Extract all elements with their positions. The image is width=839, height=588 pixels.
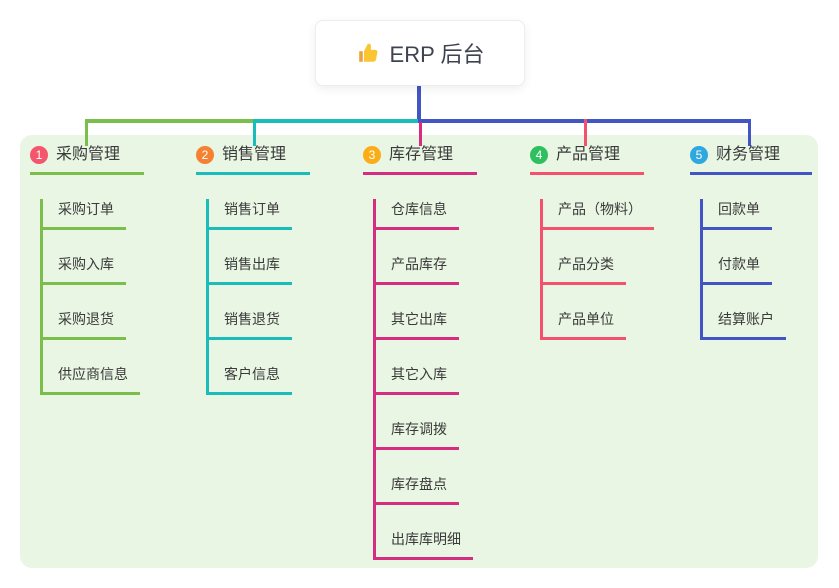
child-label: 采购入库 [43, 254, 126, 285]
bus-line-teal [253, 119, 421, 123]
child-node[interactable]: 采购入库 [43, 254, 144, 285]
branch-label: 产品管理 [556, 146, 621, 163]
child-node[interactable]: 销售出库 [209, 254, 310, 285]
branch-label: 销售管理 [222, 146, 287, 163]
child-label: 其它入库 [376, 364, 459, 395]
child-node[interactable]: 销售订单 [209, 199, 310, 230]
thumbs-up-icon [356, 41, 380, 65]
branch-label: 财务管理 [716, 146, 781, 163]
child-label: 产品分类 [543, 254, 626, 285]
child-label: 客户信息 [209, 364, 292, 395]
root-label: ERP 后台 [389, 42, 485, 67]
branch-drop-line-2 [253, 119, 256, 146]
root-connector-line [417, 84, 421, 122]
child-node[interactable]: 客户信息 [209, 364, 310, 395]
child-node[interactable]: 出库库明细 [376, 529, 477, 560]
branch-children: 采购订单 采购入库 采购退货 供应商信息 [40, 199, 144, 395]
child-label: 结算账户 [703, 309, 786, 340]
branch-drop-line-1 [85, 119, 88, 146]
child-label: 采购订单 [43, 199, 126, 230]
branch-drop-line-3 [419, 122, 422, 146]
branch-label: 采购管理 [56, 146, 121, 163]
child-node[interactable]: 采购退货 [43, 309, 144, 340]
child-node[interactable]: 付款单 [703, 254, 812, 285]
child-label: 出库库明细 [376, 529, 473, 560]
child-node[interactable]: 采购订单 [43, 199, 144, 230]
branch-children: 仓库信息 产品库存 其它出库 其它入库 库存调拨 库存盘点 出库库明细 [373, 199, 477, 560]
child-node[interactable]: 库存盘点 [376, 474, 477, 505]
child-node[interactable]: 产品单位 [543, 309, 654, 340]
branch-header-sales[interactable]: 2 销售管理 [196, 145, 310, 175]
branch-children: 产品（物料） 产品分类 产品单位 [540, 199, 654, 340]
child-label: 销售订单 [209, 199, 292, 230]
child-label: 产品库存 [376, 254, 459, 285]
child-label: 其它出库 [376, 309, 459, 340]
child-node[interactable]: 结算账户 [703, 309, 812, 340]
branch-drop-line-5 [748, 119, 751, 146]
child-label: 产品（物料） [543, 199, 654, 230]
child-node[interactable]: 仓库信息 [376, 199, 477, 230]
branch-header-inventory[interactable]: 3 库存管理 [363, 145, 477, 175]
branch-purchase: 1 采购管理 采购订单 采购入库 采购退货 供应商信息 [30, 145, 144, 395]
child-node[interactable]: 产品（物料） [543, 199, 654, 230]
root-node[interactable]: ERP 后台 [315, 20, 525, 86]
branch-finance: 5 财务管理 回款单 付款单 结算账户 [690, 145, 812, 340]
child-label: 回款单 [703, 199, 772, 230]
child-node[interactable]: 供应商信息 [43, 364, 144, 395]
child-node[interactable]: 其它入库 [376, 364, 477, 395]
child-label: 销售退货 [209, 309, 292, 340]
branch-inventory: 3 库存管理 仓库信息 产品库存 其它出库 其它入库 库存调拨 库存盘点 出库库… [363, 145, 477, 560]
child-node[interactable]: 销售退货 [209, 309, 310, 340]
child-label: 产品单位 [543, 309, 626, 340]
child-label: 库存盘点 [376, 474, 459, 505]
bus-line-green [85, 119, 256, 123]
branch-number-badge: 1 [30, 145, 48, 164]
child-node[interactable]: 产品库存 [376, 254, 477, 285]
branch-children: 回款单 付款单 结算账户 [700, 199, 812, 340]
branch-number-badge: 5 [690, 145, 708, 164]
child-label: 销售出库 [209, 254, 292, 285]
branch-header-finance[interactable]: 5 财务管理 [690, 145, 812, 175]
child-node[interactable]: 其它出库 [376, 309, 477, 340]
child-label: 仓库信息 [376, 199, 459, 230]
branches-background-panel [20, 135, 818, 568]
child-label: 付款单 [703, 254, 772, 285]
child-label: 供应商信息 [43, 364, 140, 395]
child-node[interactable]: 回款单 [703, 199, 812, 230]
branch-number-badge: 3 [363, 145, 381, 164]
branch-number-badge: 4 [530, 145, 548, 164]
branch-number-badge: 2 [196, 145, 214, 164]
child-label: 库存调拨 [376, 419, 459, 450]
branch-product: 4 产品管理 产品（物料） 产品分类 产品单位 [530, 145, 654, 340]
child-node[interactable]: 产品分类 [543, 254, 654, 285]
branch-header-product[interactable]: 4 产品管理 [530, 145, 644, 175]
branch-label: 库存管理 [389, 146, 454, 163]
child-label: 采购退货 [43, 309, 126, 340]
branch-drop-line-4 [584, 119, 587, 146]
branch-header-purchase[interactable]: 1 采购管理 [30, 145, 144, 175]
child-node[interactable]: 库存调拨 [376, 419, 477, 450]
branch-sales: 2 销售管理 销售订单 销售出库 销售退货 客户信息 [196, 145, 310, 395]
branch-children: 销售订单 销售出库 销售退货 客户信息 [206, 199, 310, 395]
